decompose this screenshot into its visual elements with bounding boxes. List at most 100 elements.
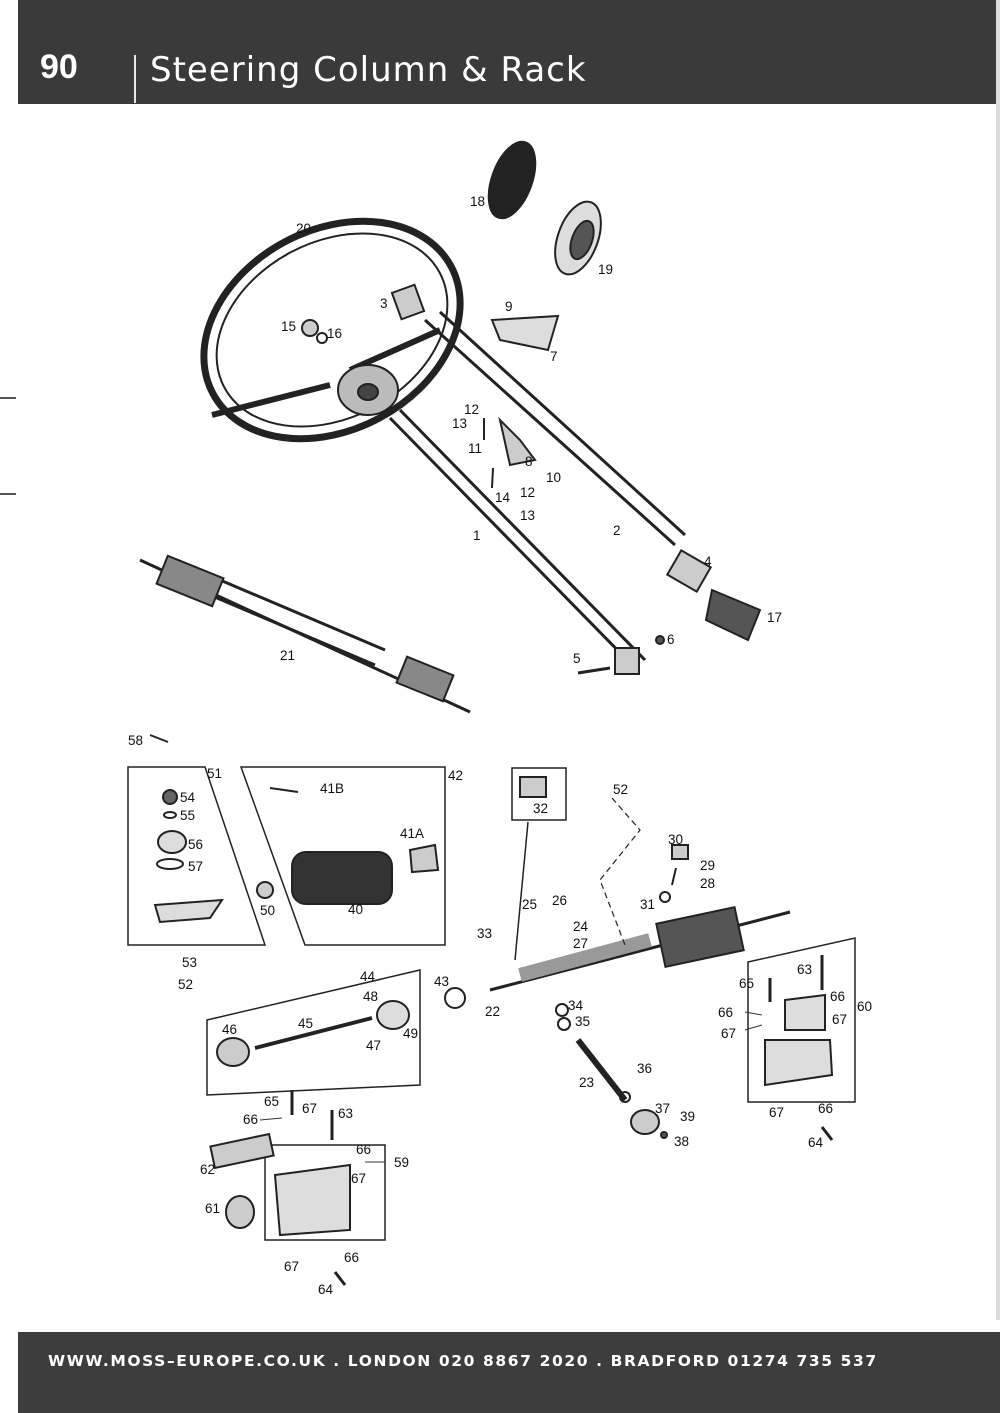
part-label: 29: [700, 858, 715, 873]
cap-60: [784, 993, 826, 1031]
seal-43: [444, 987, 466, 1009]
part-label: 5: [573, 651, 581, 666]
part-label: 40: [348, 902, 363, 917]
part-label: 44: [360, 969, 376, 984]
part-label: 61: [205, 1201, 220, 1216]
shim-35: [557, 1017, 571, 1031]
inner-column: [388, 408, 647, 670]
dash-52: [599, 797, 641, 946]
part-label: 13: [452, 416, 467, 431]
box-42: [239, 766, 446, 946]
seat-56: [157, 830, 187, 854]
clamp-8: [498, 416, 537, 467]
part-label: 8: [525, 454, 533, 469]
bush-61: [225, 1195, 255, 1229]
part-label: 32: [533, 801, 548, 816]
part-label: 67: [302, 1101, 317, 1116]
clamp-end: [614, 647, 640, 675]
part-label: 12: [520, 485, 535, 500]
part-label: 45: [298, 1016, 313, 1031]
gaiter-17: [704, 588, 762, 642]
part-label: 15: [281, 319, 296, 334]
part-label: 38: [674, 1134, 689, 1149]
part-label: 34: [568, 998, 584, 1013]
nut-37: [630, 1109, 660, 1135]
part-label: 63: [338, 1106, 353, 1121]
hub-bore: [357, 383, 379, 401]
part-label: 60: [857, 999, 872, 1014]
part-label: 9: [505, 299, 513, 314]
bolts: [290, 955, 824, 1140]
arrow-32: [514, 821, 529, 961]
part-label: 53: [182, 955, 197, 970]
part-labels: 1 2 3 4 5 6 7 8 9 10 11 12 12 13 13 14 1…: [128, 194, 872, 1297]
part-label: 35: [575, 1014, 590, 1029]
part-label: 48: [363, 989, 378, 1004]
part-label: 67: [721, 1026, 736, 1041]
footer-contact: WWW.MOSS–EUROPE.CO.UK . LONDON 020 8867 …: [48, 1352, 878, 1370]
part-label: 52: [178, 977, 193, 992]
part-label: 63: [797, 962, 812, 977]
part-label: 59: [394, 1155, 409, 1170]
part-label: 7: [550, 349, 558, 364]
box-32: [511, 767, 567, 821]
part-label: 36: [637, 1061, 652, 1076]
inner-ball-45: [254, 1016, 373, 1050]
part-label: 50: [260, 903, 275, 918]
cap-30: [671, 844, 689, 860]
margin-mark: [0, 493, 16, 495]
part-label: 46: [222, 1022, 237, 1037]
box-44: [206, 969, 421, 1096]
part-label: 2: [613, 523, 621, 538]
ball-48: [376, 1000, 410, 1030]
part-label: 23: [579, 1075, 594, 1090]
right-edge-shadow: [996, 0, 1000, 1320]
part-label: 18: [470, 194, 485, 209]
part-label: 25: [522, 897, 537, 912]
horn-push-badge: [569, 219, 595, 261]
pin-58: [149, 734, 169, 743]
steering-wheel-spokes: [211, 327, 442, 418]
part-label: 16: [327, 326, 342, 341]
part-label: 28: [700, 876, 715, 891]
margin-mark: [0, 397, 16, 399]
part-label: 4: [704, 554, 712, 569]
bolts-11-14: [483, 418, 494, 489]
part-label: 65: [264, 1094, 279, 1109]
page-footer: WWW.MOSS–EUROPE.CO.UK . LONDON 020 8867 …: [18, 1332, 1000, 1413]
ring-31: [659, 891, 671, 903]
part-label: 41A: [400, 826, 424, 841]
part-label: 11: [468, 441, 482, 456]
part-label: 3: [380, 296, 388, 311]
part-label: 49: [403, 1026, 418, 1041]
page-title: Steering Column & Rack: [150, 50, 587, 90]
ring-57: [156, 858, 184, 870]
nut-50: [256, 881, 274, 899]
bolts-64: [333, 1126, 834, 1286]
part-label: 26: [552, 893, 567, 908]
horn-push-18: [487, 140, 537, 220]
clip-41B: [269, 787, 299, 793]
part-label: 67: [284, 1259, 299, 1274]
plate-62: [209, 1132, 275, 1170]
rack-gaiter-right: [395, 655, 455, 703]
part-label: 62: [200, 1162, 215, 1177]
part-label: 55: [180, 808, 195, 823]
part-label: 14: [495, 490, 511, 505]
bracket-7-9: [490, 314, 560, 352]
pinion-23: [575, 1038, 628, 1102]
part-label: 51: [207, 766, 222, 781]
part-label: 66: [344, 1250, 359, 1265]
part-label: 30: [668, 832, 683, 847]
bush-4: [665, 549, 713, 593]
spring-29: [671, 867, 677, 886]
tie-rod-end: [153, 898, 224, 924]
part-label: 64: [808, 1135, 824, 1150]
shim-34: [555, 1003, 569, 1017]
plug-38: [660, 1131, 668, 1139]
part-label: 66: [356, 1142, 371, 1157]
rack-housing: [518, 933, 652, 982]
steering-wheel-rim: [200, 217, 464, 443]
part-label: 66: [243, 1112, 258, 1127]
